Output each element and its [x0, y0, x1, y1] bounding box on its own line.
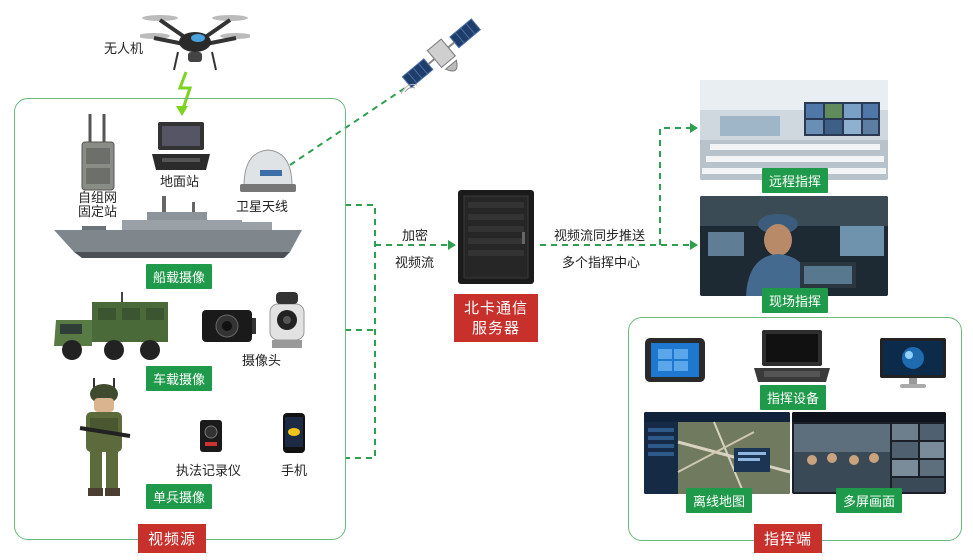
- encrypted-label: 加密: [402, 229, 429, 244]
- adhoc-station-label: 自组网 固定站: [78, 191, 118, 220]
- remote-command-photo: [700, 80, 888, 180]
- server-title: 北卡通信 服务器: [454, 294, 539, 342]
- tablet-icon: [644, 337, 706, 383]
- multi-screen-tag: 多屏画面: [836, 488, 903, 513]
- server-cabinet-icon: [456, 188, 536, 288]
- ground-station-icon: [150, 120, 212, 172]
- camera-label: 摄像头: [242, 354, 282, 369]
- phone-label: 手机: [281, 464, 308, 479]
- sync-push-label: 视频流同步推送: [554, 229, 646, 244]
- radio-station-icon: [78, 112, 118, 192]
- monitor-icon: [878, 336, 948, 392]
- phone-icon: [282, 412, 306, 454]
- satellite-antenna-icon: [236, 146, 300, 194]
- satellite-icon: [395, 12, 490, 97]
- vehicle-camera-tag: 车载摄像: [146, 366, 213, 391]
- video-source-title: 视频源: [138, 524, 207, 553]
- vehicle-camera-icon: [200, 304, 258, 348]
- video-stream-label: 视频流: [395, 256, 435, 271]
- warship-icon: [52, 190, 312, 264]
- vehicle-icon: [52, 290, 172, 364]
- laptop-icon: [752, 328, 832, 384]
- soldier-camera-tag: 单兵摄像: [146, 484, 213, 509]
- field-command-tag: 现场指挥: [762, 288, 829, 313]
- command-devices-tag: 指挥设备: [760, 385, 827, 410]
- drone-icon: [140, 8, 250, 74]
- remote-command-tag: 远程指挥: [762, 168, 829, 193]
- ship-camera-tag: 船载摄像: [146, 264, 213, 289]
- recorder-label: 执法记录仪: [176, 464, 242, 479]
- command-end-title: 指挥端: [754, 524, 823, 553]
- multi-center-label: 多个指挥中心: [562, 256, 641, 271]
- ptz-camera-icon: [266, 290, 308, 350]
- body-recorder-icon: [198, 418, 224, 454]
- drone-label: 无人机: [104, 42, 144, 57]
- soldier-icon: [74, 378, 134, 498]
- satellite-antenna-label: 卫星天线: [236, 200, 289, 215]
- offline-map-tag: 离线地图: [686, 488, 753, 513]
- ground-station-label: 地面站: [160, 175, 200, 190]
- multi-screen-view: [792, 412, 946, 494]
- field-command-photo: [700, 196, 888, 296]
- offline-map-screen: [644, 412, 790, 494]
